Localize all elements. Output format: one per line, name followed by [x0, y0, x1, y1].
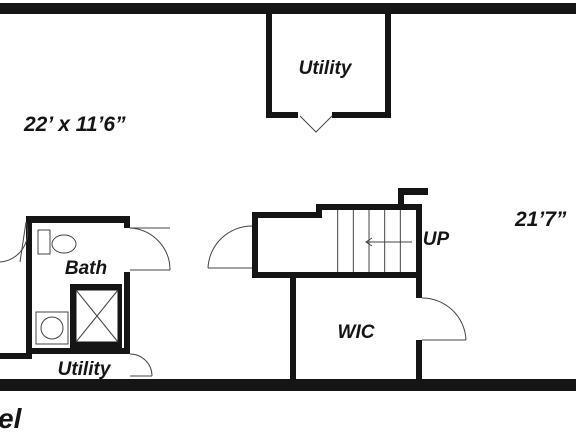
label-utility-top: Utility: [299, 58, 353, 79]
label-right-room-dimensions: 21’7”: [514, 208, 567, 231]
label-bath: Bath: [65, 258, 107, 279]
outer-wall-top: [0, 3, 576, 14]
bifold-door: [299, 115, 333, 133]
bath-block: [0, 216, 171, 377]
toilet-bowl: [51, 234, 77, 254]
outer-wall-bottom: [0, 379, 576, 391]
label-stairs-up: UP: [423, 229, 450, 250]
stair-block: [207, 188, 467, 382]
label-utility-bottom: Utility: [58, 359, 112, 380]
utility-closet-top: [266, 14, 391, 133]
sink: [35, 311, 69, 345]
label-wic: WIC: [338, 322, 375, 343]
label-level-caption: el: [0, 403, 23, 432]
toilet-tank: [37, 229, 51, 255]
stair-treads: [337, 210, 401, 272]
label-main-room-dimensions: 22’ x 11’6”: [23, 113, 126, 136]
